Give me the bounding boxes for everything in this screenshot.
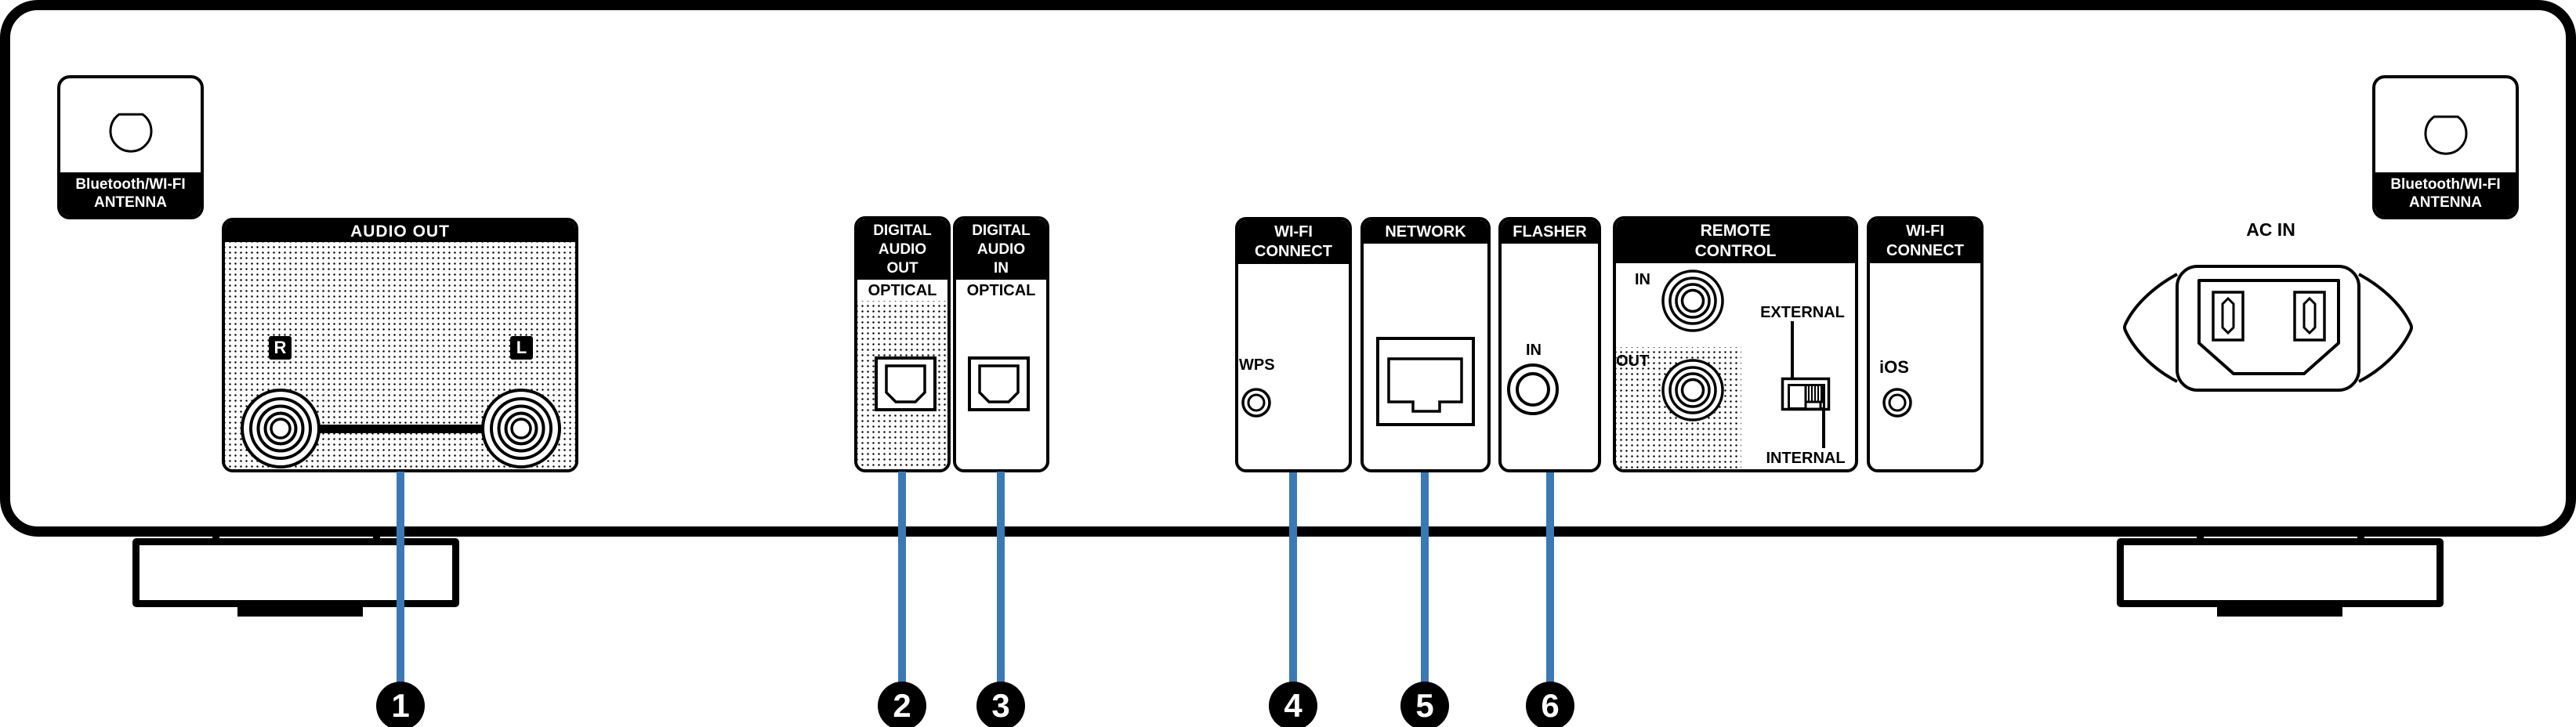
network-title: NETWORK xyxy=(1364,220,1487,244)
wifi-connect-ios-title-line1: WI-FI xyxy=(1906,222,1944,240)
antenna-label-line1: Bluetooth/WI-FI xyxy=(75,176,186,193)
audio-out-title: AUDIO OUT xyxy=(225,221,575,242)
digital-audio-out-type: OPTICAL xyxy=(868,282,937,299)
digital-audio-in-title: DIGITAL AUDIO IN xyxy=(956,219,1046,280)
callout-badge-3: 3 xyxy=(976,682,1025,727)
wifi-connect-wps-title-line2: CONNECT xyxy=(1255,243,1332,260)
antenna-label: Bluetooth/WI-FI ANTENNA xyxy=(2375,172,2516,216)
callout-line-2 xyxy=(898,472,906,682)
ac-in-label: AC IN xyxy=(2246,219,2295,240)
digital-audio-out-title-line1: DIGITAL xyxy=(873,222,932,239)
network-section: NETWORK xyxy=(1360,217,1491,472)
wifi-connect-ios-title: WI-FI CONNECT xyxy=(1870,219,1980,263)
callout-badge-2: 2 xyxy=(878,682,926,727)
ios-button-label: iOS xyxy=(1879,357,1909,377)
audio-out-l-label: L xyxy=(510,336,533,360)
antenna-label-line2: ANTENNA xyxy=(2409,194,2482,211)
remote-switch-internal-label: INTERNAL xyxy=(1766,450,1846,467)
audio-out-r-label: R xyxy=(269,336,292,360)
right-foot-tab xyxy=(2197,532,2204,540)
right-foot-pad xyxy=(2217,606,2342,617)
remote-control-title-line1: REMOTE xyxy=(1700,222,1771,240)
wifi-connect-wps-title: WI-FI CONNECT xyxy=(1238,220,1349,264)
digital-audio-out-title: DIGITAL AUDIO OUT xyxy=(857,219,947,280)
callout-line-6 xyxy=(1546,472,1554,682)
callout-badge-6: 6 xyxy=(1526,682,1574,727)
flasher-section: FLASHER xyxy=(1498,217,1601,472)
digital-audio-in-title-line3: IN xyxy=(994,260,1009,277)
right-foot-tab xyxy=(2357,532,2364,540)
antenna-label: Bluetooth/WI-FI ANTENNA xyxy=(60,172,201,216)
digital-audio-out-title-line3: OUT xyxy=(886,260,918,277)
callout-line-3 xyxy=(997,472,1005,682)
antenna-hole-area xyxy=(60,78,201,172)
remote-in-label: IN xyxy=(1635,271,1650,288)
flasher-in-label: IN xyxy=(1526,342,1542,359)
digital-audio-in-type: OPTICAL xyxy=(966,282,1036,299)
digital-audio-in-title-line2: AUDIO xyxy=(976,241,1026,258)
remote-control-title-line2: CONTROL xyxy=(1694,242,1777,260)
digital-audio-out-section: DIGITAL AUDIO OUT OPTICAL xyxy=(854,216,951,472)
remote-control-title: REMOTE CONTROL xyxy=(1616,219,1855,263)
antenna-hole-area xyxy=(2375,78,2516,172)
flasher-title: FLASHER xyxy=(1502,220,1598,244)
callout-line-5 xyxy=(1421,472,1429,682)
antenna-mount-left: Bluetooth/WI-FI ANTENNA xyxy=(57,75,204,219)
digital-audio-in-title-line1: DIGITAL xyxy=(972,222,1031,239)
wifi-connect-ios-section: WI-FI CONNECT xyxy=(1867,216,1984,472)
antenna-label-line1: Bluetooth/WI-FI xyxy=(2390,176,2501,193)
callout-line-4 xyxy=(1289,472,1297,682)
digital-audio-in-body xyxy=(956,301,1046,469)
wps-button-label: WPS xyxy=(1239,356,1275,374)
left-foot-tab xyxy=(373,532,380,540)
left-foot-pad xyxy=(237,606,363,617)
remote-switch-external-label: EXTERNAL xyxy=(1760,304,1845,321)
wifi-connect-wps-title-line1: WI-FI xyxy=(1274,223,1313,241)
antenna-mount-right: Bluetooth/WI-FI ANTENNA xyxy=(2372,75,2519,219)
left-foot-tab xyxy=(212,532,219,540)
callout-badge-5: 5 xyxy=(1400,682,1449,727)
wifi-connect-wps-section: WI-FI CONNECT xyxy=(1235,217,1352,472)
remote-out-label: OUT xyxy=(1616,353,1650,370)
digital-audio-in-section: DIGITAL AUDIO IN OPTICAL xyxy=(953,216,1049,472)
wifi-connect-ios-title-line2: CONNECT xyxy=(1886,242,1964,259)
callout-line-1 xyxy=(397,472,404,682)
right-foot xyxy=(2117,538,2444,607)
callout-badge-1: 1 xyxy=(376,682,425,727)
left-foot xyxy=(132,538,459,607)
callout-badge-4: 4 xyxy=(1269,682,1317,727)
digital-audio-out-body xyxy=(857,301,947,469)
antenna-label-line2: ANTENNA xyxy=(94,194,167,211)
digital-audio-out-title-line2: AUDIO xyxy=(878,241,927,258)
